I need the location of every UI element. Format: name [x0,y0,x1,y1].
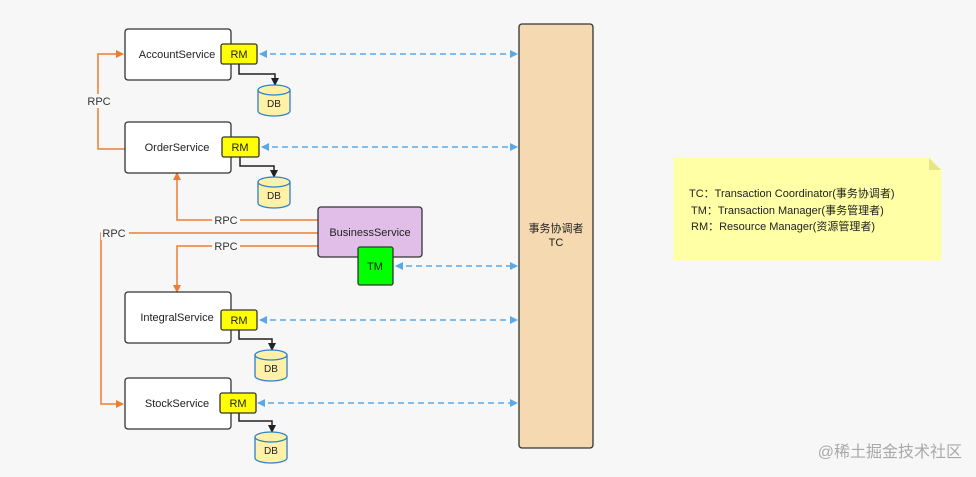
note-line-tc: TC：Transaction Coordinator(事务协调者) [689,186,895,200]
rm-order-label: RM [231,142,248,154]
db-link-account [238,64,279,86]
stock-service[interactable]: StockService [124,377,232,430]
service-boxes: AccountService OrderService BusinessServ… [124,28,423,430]
tc-box[interactable]: 事务协调者 TC [518,23,594,449]
rpc-arrow-business-to-stock [100,232,318,408]
db-stock-label: DB [264,446,278,457]
databases: DB DB DB DB [254,84,291,464]
business-service[interactable]: BusinessService [317,206,423,258]
db-order-label: DB [267,191,281,202]
tc-label-line1: 事务协调者 [529,221,584,235]
tc-label-line2: TC [549,237,564,249]
order-service[interactable]: OrderService [124,121,232,174]
rm-stock[interactable]: RM [219,392,257,414]
rm-account-label: RM [230,49,247,61]
tc-connections [257,50,518,407]
note-line-rm: RM：Resource Manager(资源管理者) [691,219,875,233]
rpc-label-account: RPC [87,96,110,108]
note-line-tm: TM：Transaction Manager(事务管理者) [691,203,884,217]
integral-service[interactable]: IntegralService [124,291,232,344]
tm-label: TM [367,261,383,273]
watermark: @稀土掘金技术社区 [818,443,962,461]
stock-service-label: StockService [145,398,209,410]
account-service-label: AccountService [139,49,215,61]
db-account-label: DB [267,99,281,110]
rpc-arrow-business-to-order [173,172,318,221]
db-link-order [239,157,278,178]
rm-integral-label: RM [230,315,247,327]
rm-order[interactable]: RM [221,136,260,158]
rm-account[interactable]: RM [220,43,258,65]
rm-integral[interactable]: RM [220,309,258,331]
db-stock[interactable]: DB [254,431,288,464]
tm-box[interactable]: TM [357,246,394,286]
legend-note: TC：Transaction Coordinator(事务协调者) TM：Tra… [673,157,942,261]
rpc-label-integral: RPC [214,241,237,253]
account-service[interactable]: AccountService [124,28,232,81]
rpc-label-order: RPC [214,215,237,227]
db-account[interactable]: DB [257,84,291,117]
integral-service-label: IntegralService [140,312,213,324]
rpc-label-stock: RPC [102,228,125,240]
db-order[interactable]: DB [257,176,291,209]
db-link-integral [238,330,276,351]
rpc-arrow-business-to-integral [173,245,318,293]
db-integral-label: DB [264,364,278,375]
business-service-label: BusinessService [329,227,410,239]
order-service-label: OrderService [145,142,210,154]
rm-boxes: RM RM RM RM [219,43,260,414]
db-integral[interactable]: DB [254,349,288,382]
rm-stock-label: RM [229,398,246,410]
rpc-labels: RPC RPC RPC RPC [86,94,240,253]
db-link-stock [238,413,276,433]
db-connections [238,64,279,433]
